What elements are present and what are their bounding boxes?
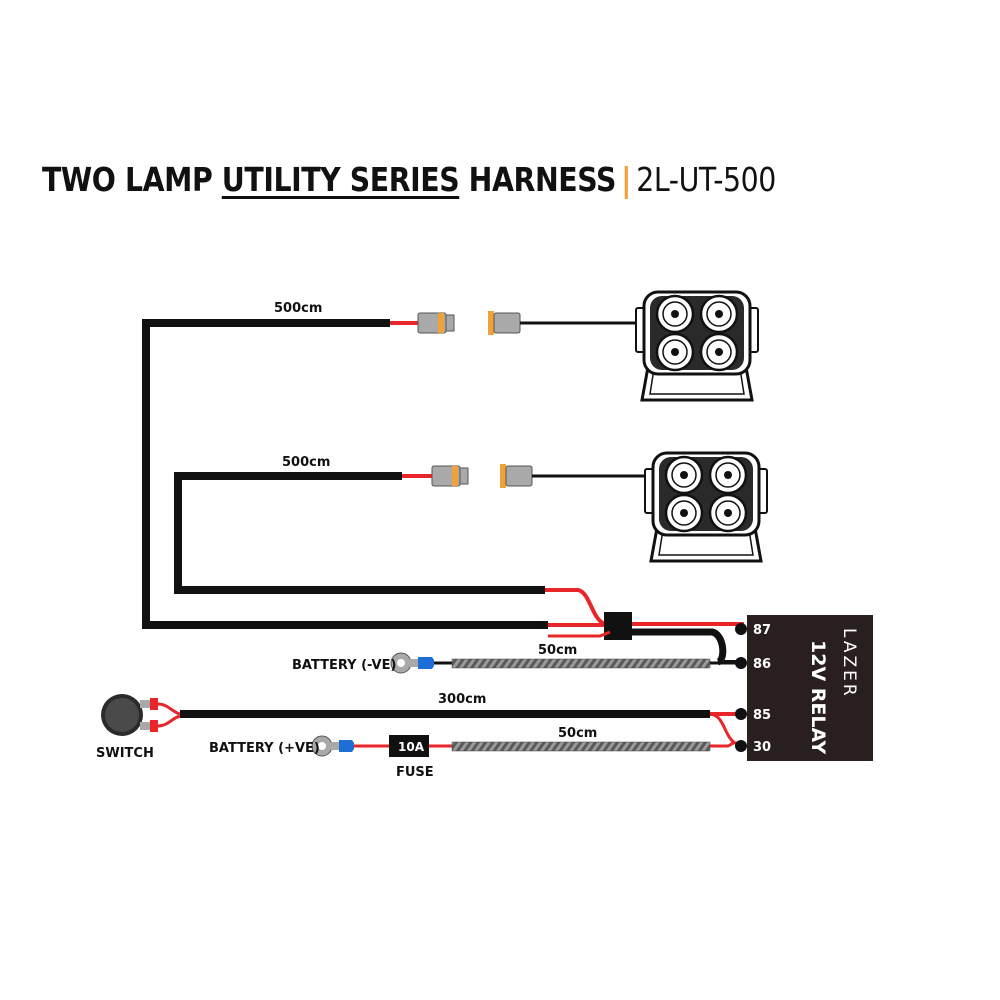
lamp2-cable (174, 463, 645, 594)
lamp2-cable-length: 500cm (282, 455, 330, 470)
battery-neg-cable-length: 50cm (538, 643, 577, 658)
lamp-2 (643, 451, 769, 563)
lamp1-male-connector (417, 312, 455, 334)
lamp-1 (634, 290, 760, 402)
relay-brand: LAZER (839, 628, 859, 699)
title-underlined: UTILITY SERIES (221, 160, 460, 199)
lamp1-female-connector (487, 310, 521, 336)
battery-pos-label: BATTERY (+VE) (209, 741, 320, 756)
switch (101, 694, 181, 736)
lamp1-cable (142, 310, 640, 629)
relay-pin-87: 87 (753, 623, 771, 638)
battery-neg-label: BATTERY (-VE) (292, 658, 396, 673)
lamp2-male-connector (431, 465, 469, 487)
title-part2: HARNESS (459, 160, 617, 199)
relay-pin-30: 30 (753, 740, 771, 755)
switch-cable-length: 300cm (438, 692, 486, 707)
lamp2-female-connector (499, 463, 533, 489)
relay-pin-85: 85 (753, 708, 771, 723)
fuse-holder (389, 735, 429, 757)
title-model: 2L-UT-500 (636, 160, 776, 199)
battery-pos-cable-length: 50cm (558, 726, 597, 741)
splice-block (604, 612, 632, 640)
relay: 87 86 85 30 12V RELAY LAZER (735, 615, 873, 761)
battery-neg-lead (390, 652, 744, 674)
fuse-label: FUSE (396, 765, 434, 780)
relay-name: 12V RELAY (807, 640, 829, 754)
title-part1: TWO LAMP (42, 160, 222, 199)
fuse-rating: 10A (398, 740, 425, 754)
diagram-title: TWO LAMP UTILITY SERIES HARNESS|2L-UT-50… (42, 160, 776, 199)
battery-pos-lead (311, 712, 745, 757)
title-separator: | (621, 160, 632, 199)
relay-pin-86: 86 (753, 657, 771, 672)
switch-label: SWITCH (96, 746, 154, 761)
lamp1-cable-length: 500cm (274, 301, 322, 316)
